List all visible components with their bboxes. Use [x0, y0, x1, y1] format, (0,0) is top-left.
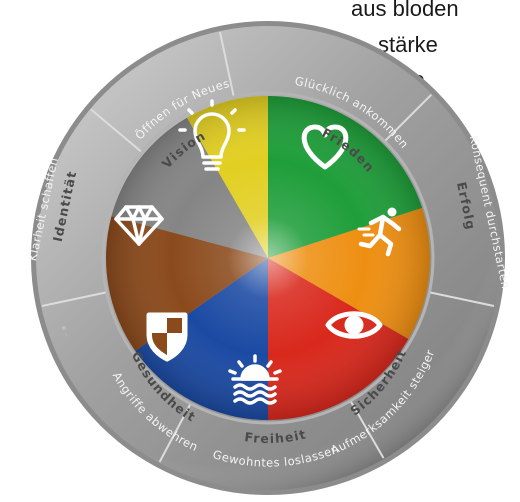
sunrise-icon — [228, 354, 282, 405]
eye-icon — [325, 311, 383, 339]
inner-ring-edge — [101, 91, 435, 425]
ring-divider — [384, 93, 433, 142]
segment-name-freiheit: Freiheit — [244, 426, 308, 446]
background-text-line: aus bloden — [351, 0, 459, 21]
ring-divider — [90, 108, 142, 153]
runner-icon — [357, 207, 402, 257]
shield-icon — [146, 312, 188, 362]
ring-divider — [158, 404, 191, 463]
ring-divider — [350, 401, 385, 459]
ring-divider — [219, 31, 235, 96]
ring-divider — [41, 291, 106, 307]
ring-dividers — [41, 31, 495, 463]
heart-icon — [301, 124, 349, 170]
ring-divider — [430, 291, 495, 307]
diamond-icon — [114, 205, 164, 246]
background-text-line: stärke — [378, 32, 438, 57]
lightbulb-icon — [178, 99, 246, 171]
